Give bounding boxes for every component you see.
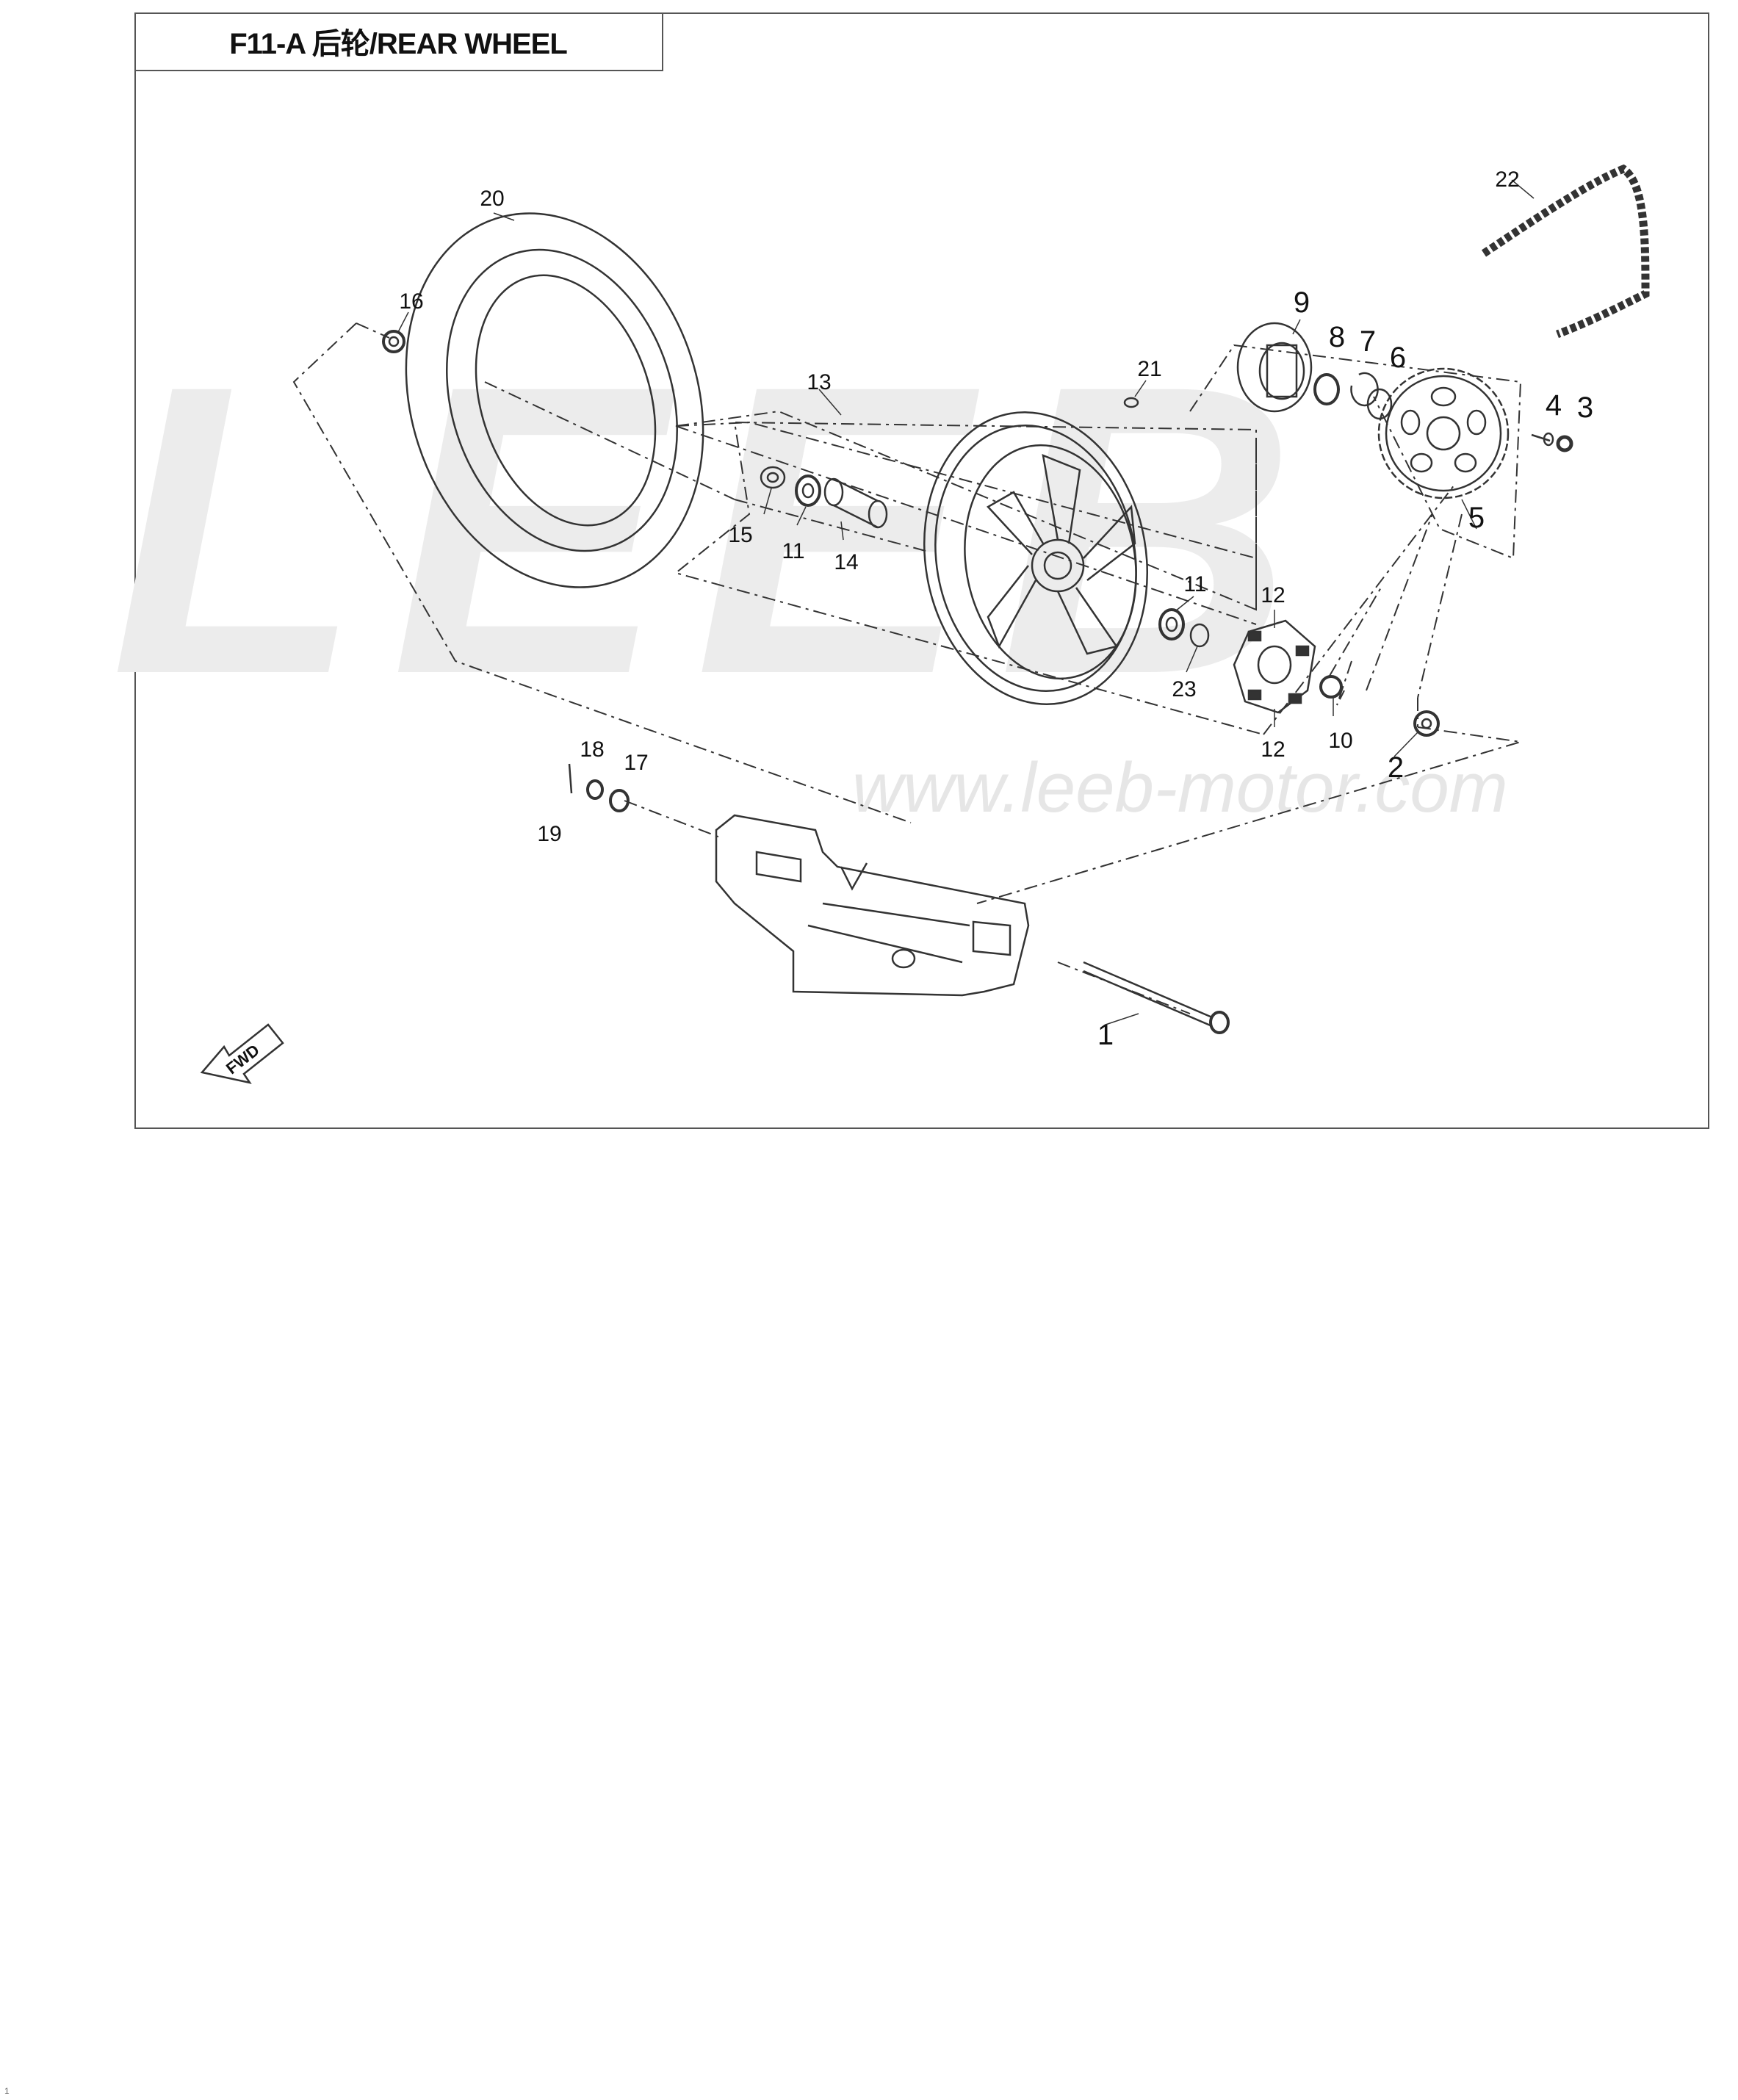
tire-20 xyxy=(405,212,704,588)
collar-6 xyxy=(1366,388,1393,420)
fwd-label: FWD xyxy=(223,1041,263,1078)
callout-4: 4 xyxy=(1546,389,1562,422)
callout-18: 18 xyxy=(580,737,604,762)
callout-22: 22 xyxy=(1495,167,1519,192)
bearing-11-left xyxy=(795,475,821,507)
circlip-7 xyxy=(1350,372,1379,407)
nut-16 xyxy=(382,330,405,353)
callout-21: 21 xyxy=(1137,357,1161,381)
callout-12-top: 12 xyxy=(1261,583,1285,607)
bushing-10 xyxy=(1319,675,1343,699)
chain-22 xyxy=(1481,164,1650,339)
callout-6: 6 xyxy=(1390,342,1406,374)
callout-9: 9 xyxy=(1294,286,1310,319)
o-ring-23 xyxy=(1189,623,1210,648)
axle-1 xyxy=(1083,961,1230,1034)
callout-5: 5 xyxy=(1468,502,1485,534)
bearing-11-right xyxy=(1158,608,1185,641)
assembly-lines xyxy=(292,322,1522,1014)
page-number: 1 xyxy=(4,2086,10,2096)
callout-1: 1 xyxy=(1097,1019,1114,1051)
damper-12 xyxy=(1233,619,1316,714)
callout-10: 10 xyxy=(1328,729,1352,753)
sprocket-5 xyxy=(1377,367,1510,499)
fwd-arrow-icon xyxy=(200,1023,284,1084)
watermark-url: www.leeb-motor.com xyxy=(852,748,1508,827)
callout-23: 23 xyxy=(1172,677,1196,701)
bushing-2 xyxy=(1413,710,1440,737)
washer-15 xyxy=(760,466,786,489)
callout-19: 19 xyxy=(537,822,561,846)
callout-15: 15 xyxy=(728,523,752,547)
pin-19 xyxy=(568,763,573,794)
callout-17: 17 xyxy=(624,751,648,775)
watermark-brand: LEEB xyxy=(110,300,1325,759)
callout-11-right: 11 xyxy=(1183,572,1206,596)
bearing-8 xyxy=(1313,373,1340,405)
leader-lines xyxy=(397,179,1535,1025)
callout-7: 7 xyxy=(1360,325,1376,358)
swingarm xyxy=(715,814,1030,997)
washer-17 xyxy=(609,789,630,812)
callouts: 1 2 3 4 5 6 7 8 9 10 11 11 12 12 13 14 1… xyxy=(399,167,1593,1051)
callout-11-left: 11 xyxy=(782,539,804,563)
callout-16: 16 xyxy=(399,289,423,314)
title-box: F11-A 后轮/REAR WHEEL xyxy=(134,12,663,71)
wheel-rim-13 xyxy=(923,411,1148,705)
callout-14: 14 xyxy=(834,550,858,574)
callout-3: 3 xyxy=(1577,392,1593,424)
callout-13: 13 xyxy=(807,370,831,394)
callout-20: 20 xyxy=(480,187,504,211)
sprocket-carrier-9 xyxy=(1236,322,1313,413)
adjuster-18 xyxy=(586,779,604,800)
callout-8: 8 xyxy=(1329,321,1345,353)
bolt-4 xyxy=(1531,432,1554,447)
nut-3 xyxy=(1556,435,1573,452)
spacer-14 xyxy=(823,477,888,529)
callout-12-bottom: 12 xyxy=(1261,737,1285,762)
diagram-title: F11-A 后轮/REAR WHEEL xyxy=(229,28,568,60)
callout-2: 2 xyxy=(1388,751,1404,784)
valve-21 xyxy=(1123,397,1139,408)
diagram-frame xyxy=(134,12,1709,1129)
